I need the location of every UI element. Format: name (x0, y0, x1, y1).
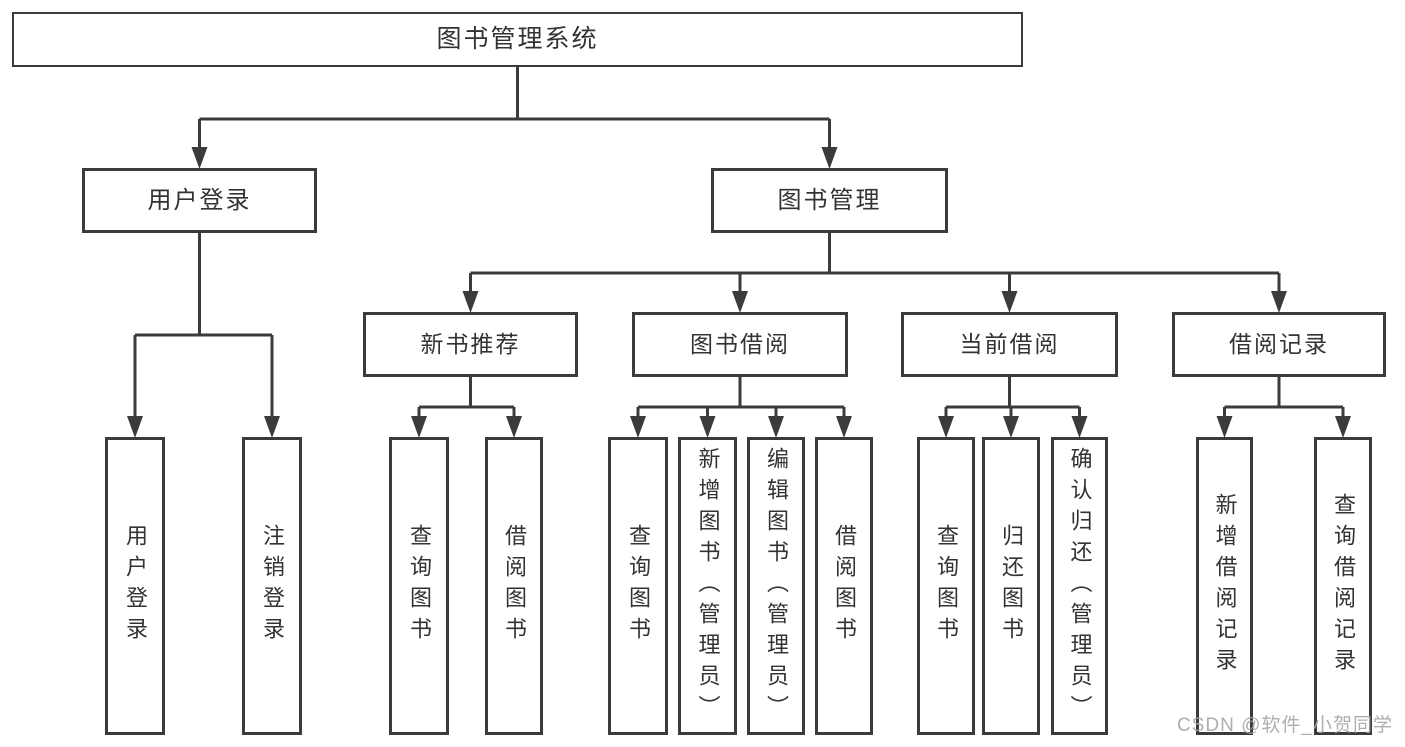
node-label: 图书管理系统 (436, 25, 599, 53)
node-label: 新增借阅记录 (1212, 493, 1238, 679)
node-label: 查询图书 (626, 524, 651, 648)
node-new-book-rec: 新书推荐 (363, 312, 578, 377)
arrowhead-icon (1071, 416, 1088, 438)
arrowhead-icon (938, 416, 954, 438)
node-book-borrow: 图书借阅 (632, 312, 848, 377)
arrowhead-icon (630, 416, 646, 438)
arrowhead-icon (1216, 416, 1233, 438)
arrowhead-icon (732, 291, 748, 313)
node-bb-query: 查询图书 (608, 437, 668, 735)
node-br-query: 查询借阅记录 (1314, 437, 1372, 735)
node-label: 借阅图书 (832, 524, 857, 648)
node-bb-edit: 编辑图书（管理员） (747, 437, 805, 735)
arrowhead-icon (699, 416, 716, 438)
arrowhead-icon (1271, 291, 1287, 313)
node-bb-borrow: 借阅图书 (815, 437, 873, 735)
arrowhead-icon (768, 416, 784, 438)
node-user-login-leaf: 用户登录 (105, 437, 165, 735)
node-label: 用户登录 (147, 186, 252, 214)
node-label: 编辑图书（管理员） (764, 446, 789, 726)
node-cb-return: 归还图书 (982, 437, 1040, 735)
node-label: 确认归还（管理员） (1067, 446, 1093, 726)
arrowhead-icon (1001, 291, 1018, 313)
arrowhead-icon (264, 416, 280, 438)
node-bb-add: 新增图书（管理员） (678, 437, 737, 735)
node-nbr-borrow: 借阅图书 (485, 437, 543, 735)
node-label: 借阅记录 (1229, 331, 1329, 357)
node-logout-leaf: 注销登录 (242, 437, 302, 735)
watermark: CSDN @软件_小贺同学 (1177, 715, 1393, 736)
node-label: 借阅图书 (502, 524, 527, 648)
node-label: 查询借阅记录 (1331, 493, 1356, 679)
arrowhead-icon (821, 147, 838, 169)
node-br-add: 新增借阅记录 (1196, 437, 1253, 735)
node-cb-query: 查询图书 (917, 437, 975, 735)
arrowhead-icon (462, 291, 479, 313)
arrowhead-icon (1335, 416, 1351, 438)
node-user-login: 用户登录 (82, 168, 317, 233)
arrowhead-icon (411, 416, 427, 438)
node-nbr-query: 查询图书 (389, 437, 449, 735)
node-label: 当前借阅 (959, 331, 1060, 357)
node-label: 归还图书 (999, 524, 1024, 648)
node-borrow-records: 借阅记录 (1172, 312, 1386, 377)
arrowhead-icon (191, 147, 208, 169)
node-label: 用户登录 (123, 524, 148, 648)
node-label: 注销登录 (260, 524, 285, 648)
node-label: 图书借阅 (690, 331, 790, 357)
node-book-mgmt: 图书管理 (711, 168, 948, 233)
node-label: 查询图书 (934, 524, 959, 648)
node-label: 查询图书 (407, 524, 432, 648)
arrowhead-icon (506, 416, 522, 438)
node-label: 新增图书（管理员） (695, 446, 721, 726)
node-current-borrow: 当前借阅 (901, 312, 1118, 377)
node-label: 图书管理 (777, 186, 882, 214)
node-label: 新书推荐 (420, 331, 521, 357)
arrowhead-icon (1003, 416, 1019, 438)
arrowhead-icon (127, 416, 143, 438)
node-cb-confirm: 确认归还（管理员） (1051, 437, 1108, 735)
arrowhead-icon (836, 416, 852, 438)
node-root: 图书管理系统 (12, 12, 1023, 67)
